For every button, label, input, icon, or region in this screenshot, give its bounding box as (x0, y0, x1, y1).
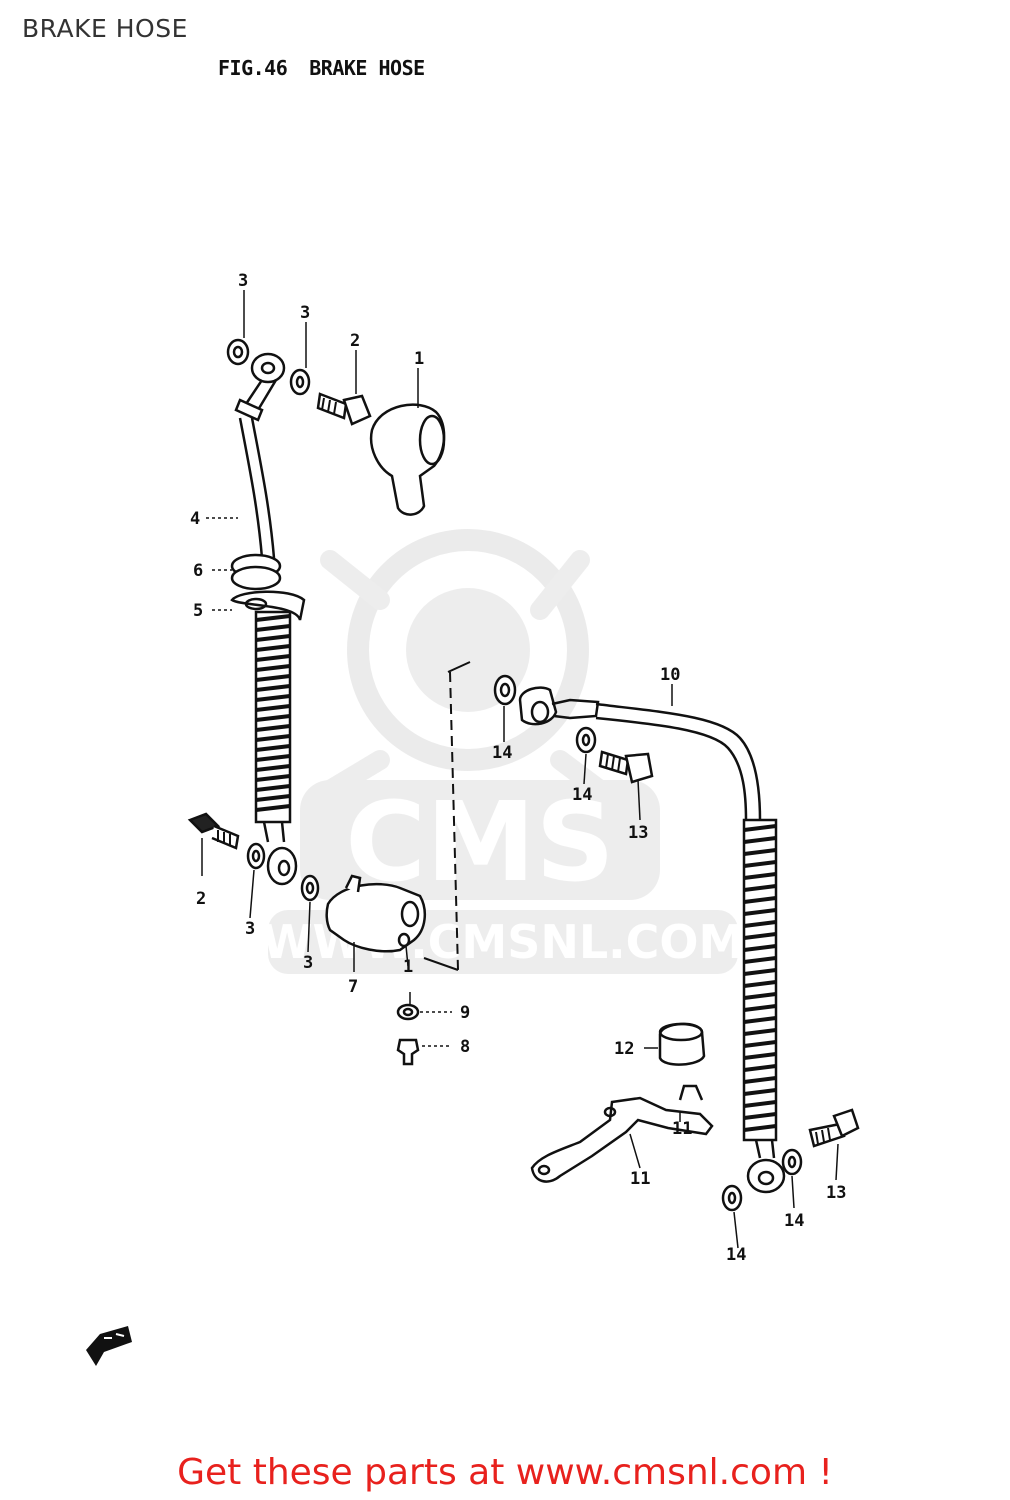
callout-numbers: 3 3 2 1 4 6 5 2 3 3 7 1 9 8 10 14 14 13 … (190, 271, 846, 1265)
callout-11: 11 (672, 1119, 692, 1139)
callout-7: 7 (348, 977, 358, 997)
brake-hose-diagram: CMS WWW.CMSNL.COM (86, 271, 860, 1366)
callout-14: 14 (726, 1245, 746, 1265)
callout-3: 3 (238, 271, 248, 291)
callout-14: 14 (784, 1211, 804, 1231)
callout-4: 4 (190, 509, 200, 529)
leader-lines (201, 290, 839, 1249)
front-direction-arrow-icon (86, 1326, 132, 1366)
callout-8: 8 (460, 1037, 470, 1057)
callout-11: 11 (630, 1169, 650, 1189)
left-hose-assembly (187, 338, 446, 1066)
callout-9: 9 (460, 1003, 470, 1023)
callout-3: 3 (300, 303, 310, 323)
figure-title: BRAKE HOSE (309, 56, 425, 80)
callout-5: 5 (193, 601, 203, 621)
page-title: BRAKE HOSE (22, 14, 188, 43)
callout-3: 3 (303, 953, 313, 973)
callout-3: 3 (245, 919, 255, 939)
shop-link[interactable]: Get these parts at www.cmsnl.com ! (177, 1452, 833, 1493)
watermark-logo: CMS WWW.CMSNL.COM (262, 529, 744, 974)
callout-12: 12 (614, 1039, 634, 1059)
right-hose-assembly (493, 674, 860, 1212)
callout-1: 1 (403, 957, 413, 977)
callout-13: 13 (826, 1183, 846, 1203)
callout-6: 6 (193, 561, 203, 581)
callout-10: 10 (660, 665, 680, 685)
figure-number: FIG.46 (218, 56, 288, 80)
figure-caption: FIG.46 BRAKE HOSE (218, 56, 447, 80)
callout-14: 14 (572, 785, 592, 805)
callout-14: 14 (492, 743, 512, 763)
callout-1: 1 (414, 349, 424, 369)
callout-2: 2 (350, 331, 360, 351)
assembly-bracket (423, 661, 471, 971)
callout-2: 2 (196, 889, 206, 909)
callout-13: 13 (628, 823, 648, 843)
